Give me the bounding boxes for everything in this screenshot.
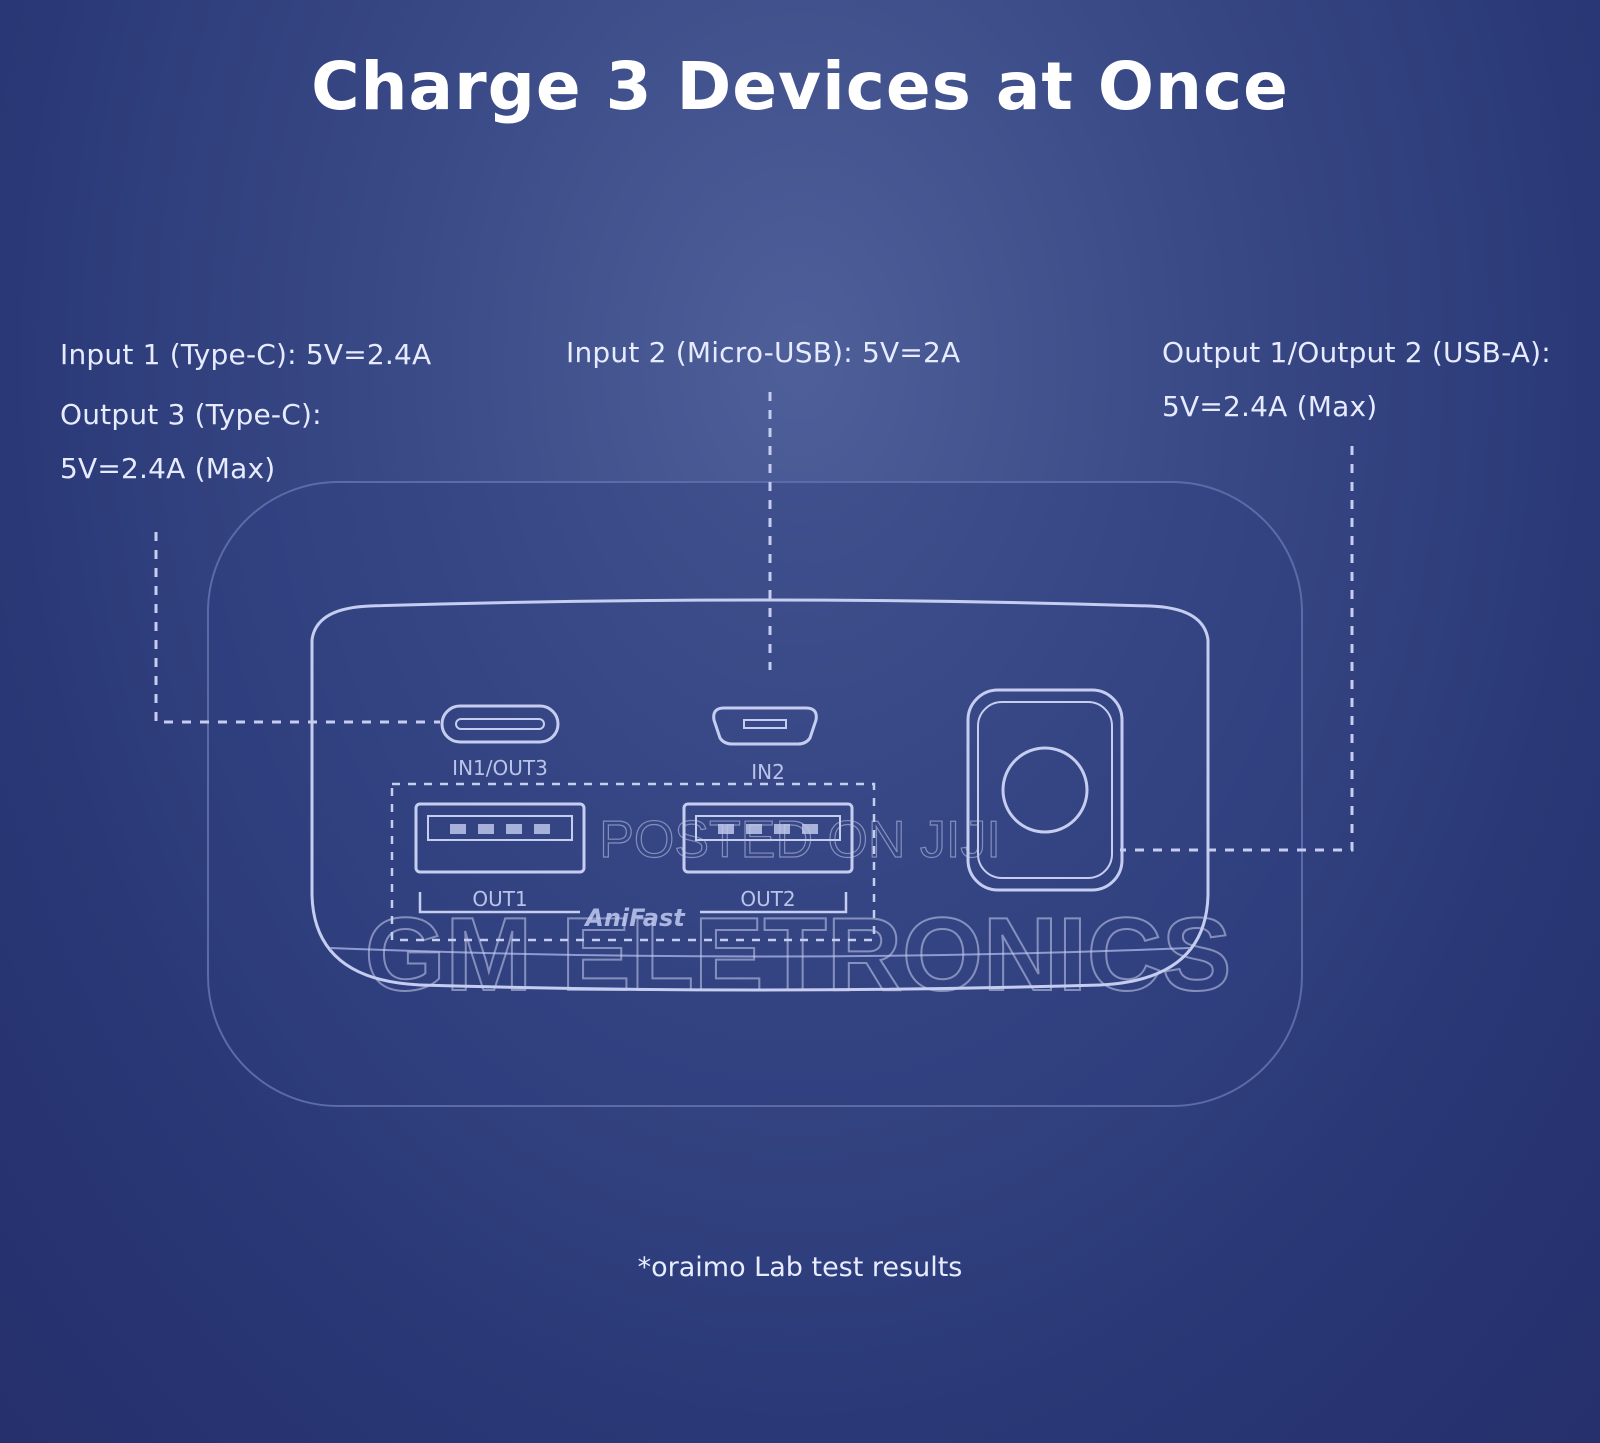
connector-left [154,532,440,724]
device-bottom-line [329,947,1191,958]
usb-a-port-1-label: OUT1 [472,887,527,911]
usb-a-bracket [418,892,848,914]
usb-a-port-2-label: OUT2 [740,887,795,911]
callout-input1: Input 1 (Type-C): 5V=2.4A [60,338,432,371]
typec-port-label: IN1/OUT3 [452,756,548,780]
page-title: Charge 3 Devices at Once [311,48,1289,125]
callout-input2: Input 2 (Micro-USB): 5V=2A [566,336,961,369]
micro-usb-port-label: IN2 [751,760,785,784]
watermark-gm-eletronics: GM ELETRONICS [365,897,1232,1013]
watermark-posted-on-jiji: POSTED ON JIJI [599,811,1001,869]
footnote: *oraimo Lab test results [637,1252,963,1283]
callout-output3: Output 3 (Type-C): [60,398,322,431]
callout-output1-2: Output 1/Output 2 (USB-A): [1162,336,1551,369]
anifast-brand: AniFast [583,904,686,932]
outer-frame [207,481,1303,1107]
power-button-icon [966,688,1124,892]
connector-right [1120,446,1354,852]
usb-a-port-2-icon [682,802,854,874]
micro-usb-port-icon [712,706,818,746]
usb-a-group-box [390,782,876,942]
typec-port-icon [440,704,560,744]
callout-output1-2-value: 5V=2.4A (Max) [1162,390,1378,423]
callout-output3-value: 5V=2.4A (Max) [60,452,276,485]
usb-a-port-1-icon [414,802,586,874]
device-body [310,598,1210,992]
